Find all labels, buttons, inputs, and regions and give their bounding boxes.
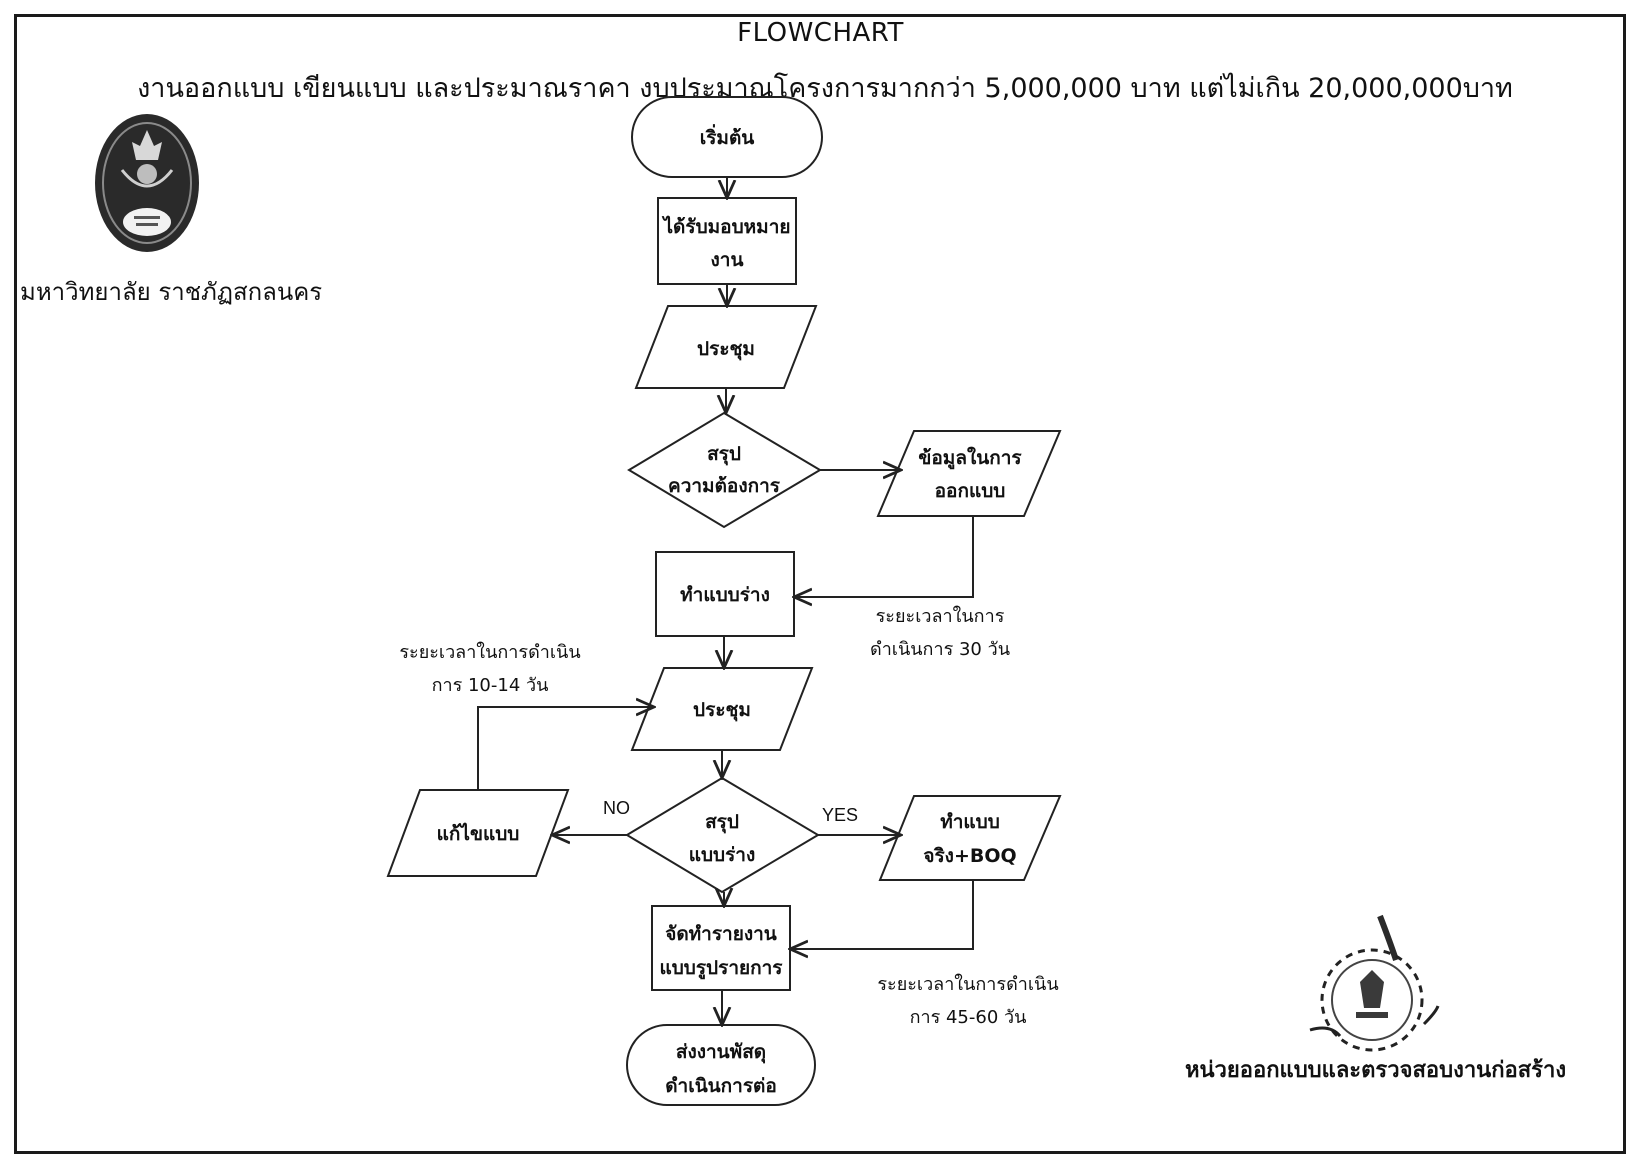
- revise-io: [386, 789, 570, 877]
- revise-label: แก้ไขแบบ: [437, 822, 520, 845]
- university-seal-icon: [95, 114, 199, 252]
- summary-needs-decision: [627, 411, 822, 529]
- summary-draft-label-1: สรุป: [705, 811, 739, 834]
- start-label: เริ่มต้น: [700, 124, 755, 149]
- yes-branch-label: YES: [822, 805, 859, 825]
- design-data-label-2: ออกแบบ: [935, 480, 1006, 502]
- duration-note-45-60-line1: ระยะเวลาในการดำเนิน: [877, 974, 1059, 995]
- unit-caption: หน่วยออกแบบและตรวจสอบงานก่อสร้าง: [1185, 1058, 1567, 1083]
- meeting2-io: [630, 667, 814, 751]
- design-data-label-1: ข้อมูลในการ: [918, 446, 1022, 470]
- page-subtitle: งานออกแบบ เขียนแบบ และประมาณราคา งบประมา…: [137, 73, 1513, 104]
- report-label-1: จัดทำรายงาน: [665, 923, 777, 945]
- duration-note-30-line2: ดำเนินการ 30 วัน: [870, 639, 1010, 661]
- assigned-label-2: งาน: [711, 249, 744, 271]
- meeting2-label: ประชุม: [693, 699, 751, 722]
- no-branch-label: NO: [603, 798, 630, 818]
- duration-note-45-60: ระยะเวลาในการดำเนิน การ 45-60 วัน: [868, 968, 1068, 1035]
- final-boq-label-1: ทำแบบ: [940, 811, 1000, 833]
- final-boq-io: [878, 795, 1062, 881]
- duration-note-10-14-line2: การ 10-14 วัน: [431, 675, 549, 697]
- duration-note-30-line1: ระยะเวลาในการ: [875, 606, 1005, 627]
- duration-note-10-14: ระยะเวลาในการดำเนิน การ 10-14 วัน: [390, 636, 590, 703]
- summary-needs-label-1: สรุป: [707, 443, 741, 466]
- meeting1-io: [634, 305, 818, 389]
- end-label-2: ดำเนินการต่อ: [665, 1075, 777, 1097]
- report-label-2: แบบรูปรายการ: [659, 957, 783, 980]
- gear-emblem-icon: [1309, 914, 1440, 1052]
- assigned-label-1: ได้รับมอบหมาย: [661, 215, 790, 238]
- duration-note-45-60-line2: การ 45-60 วัน: [909, 1007, 1027, 1029]
- duration-note-10-14-line1: ระยะเวลาในการดำเนิน: [399, 642, 581, 663]
- meeting1-label: ประชุม: [697, 338, 755, 361]
- design-data-io: [876, 430, 1062, 517]
- summary-needs-label-2: ความต้องการ: [668, 475, 781, 497]
- summary-draft-decision: [625, 776, 820, 894]
- duration-note-30: ระยะเวลาในการ ดำเนินการ 30 วัน: [850, 600, 1030, 667]
- final-boq-label-2: จริง+BOQ: [923, 845, 1016, 867]
- university-caption: มหาวิทยาลัย ราชภัฏสกลนคร: [20, 278, 323, 306]
- end-label-1: ส่งงานพัสดุ: [676, 1041, 766, 1064]
- page-frame: [14, 14, 1626, 1154]
- draft-label: ทำแบบร่าง: [680, 584, 770, 606]
- page-title: FLOWCHART: [737, 18, 904, 48]
- assigned-process: [657, 197, 797, 285]
- summary-draft-label-2: แบบร่าง: [689, 844, 756, 866]
